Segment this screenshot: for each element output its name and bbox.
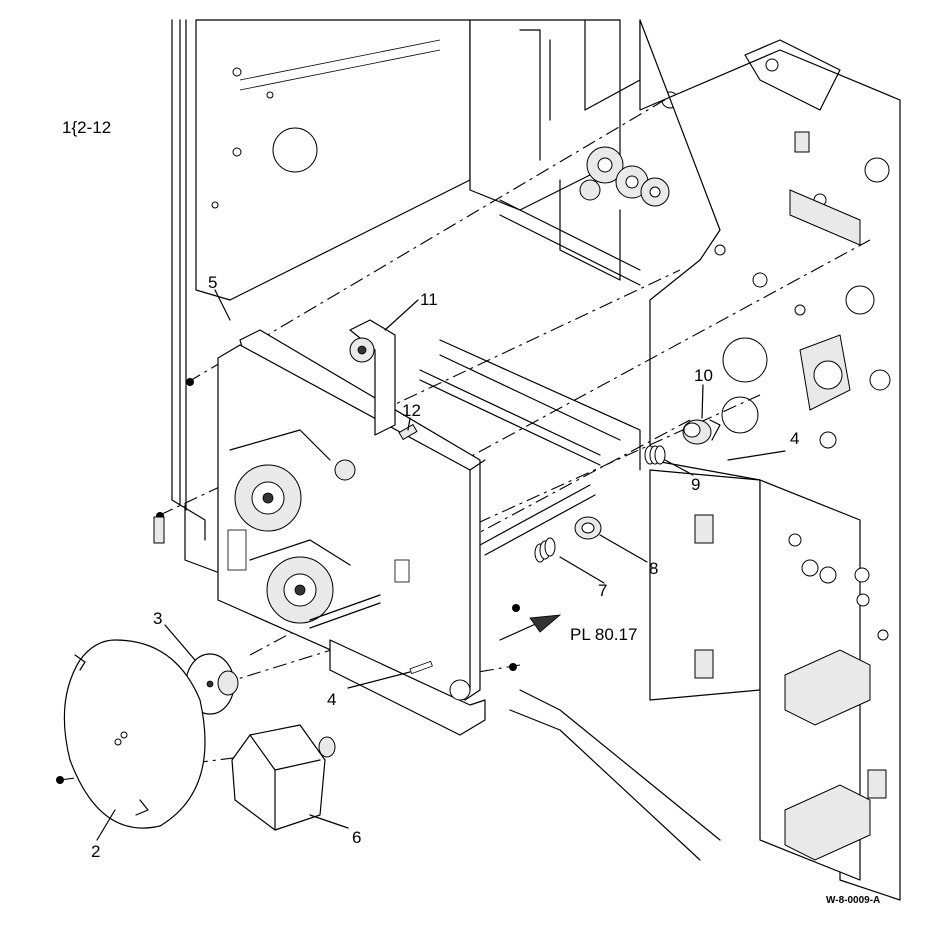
callout-10: 10 (694, 366, 713, 385)
bearing-8 (574, 516, 602, 540)
machine-frame (171, 19, 901, 901)
callout-12: 12 (402, 401, 421, 420)
spring-9 (644, 445, 666, 465)
callout-4-lower: 4 (327, 690, 336, 709)
callout-3: 3 (153, 609, 162, 628)
spring-7 (534, 537, 556, 563)
callout-7: 7 (598, 581, 607, 600)
disc-2 (63, 639, 206, 829)
gear-cluster (499, 146, 670, 286)
bushing-10 (682, 419, 721, 445)
screw-marker (509, 663, 517, 671)
callout-2: 2 (91, 842, 100, 861)
arrow-icon (529, 614, 562, 633)
callout-5: 5 (208, 273, 217, 292)
screw (153, 516, 165, 544)
pin (398, 423, 418, 441)
tension-bracket (349, 319, 396, 436)
screw-marker (512, 604, 520, 612)
figure-id: 1{2-12 (62, 118, 111, 137)
parts-list-reference: PL 80.17 (570, 625, 637, 644)
leader-lines (96, 289, 786, 841)
callout-11: 11 (420, 290, 438, 309)
knob-6 (231, 724, 336, 831)
drawing-code: W-8-0009-A (826, 895, 880, 906)
screw-marker (56, 776, 64, 784)
drive-assembly (217, 319, 596, 736)
callout-4-right: 4 (790, 429, 799, 448)
callout-6: 6 (352, 828, 361, 847)
small-parts (63, 419, 721, 831)
callout-9: 9 (691, 475, 700, 494)
callout-8: 8 (649, 559, 658, 578)
screw-marker (186, 378, 194, 386)
